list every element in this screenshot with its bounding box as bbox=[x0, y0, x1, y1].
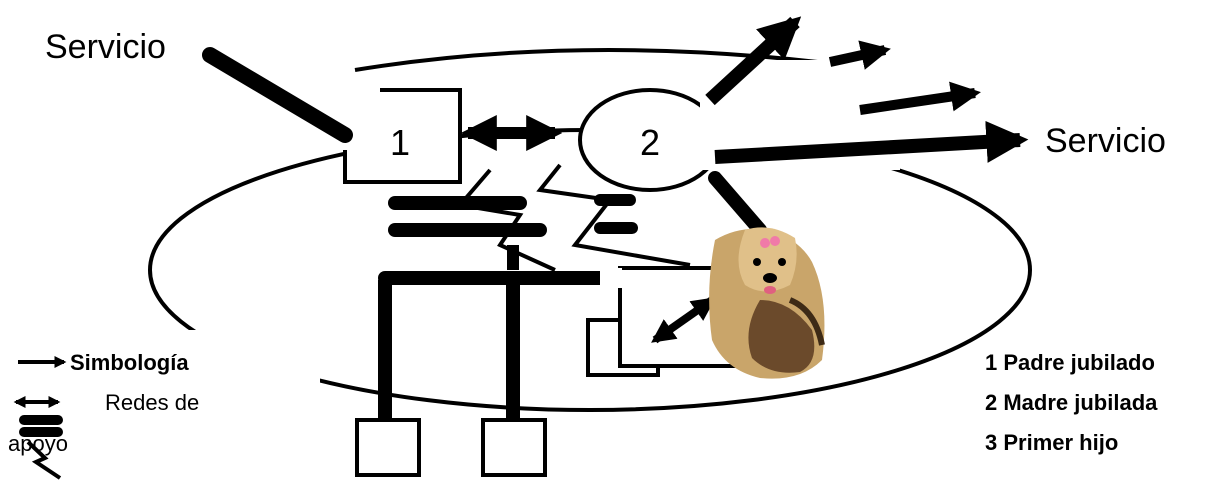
service-left-label: Servicio bbox=[45, 28, 166, 66]
service-right-connection bbox=[714, 120, 1029, 164]
legend-left: Simbología Redes de apoyo bbox=[8, 350, 199, 480]
node-2-arrow-right-mid bbox=[859, 81, 981, 115]
legend-redes-line1: Redes de bbox=[105, 390, 199, 415]
child-left-box bbox=[355, 418, 421, 477]
node-2-dog-connection bbox=[708, 171, 767, 237]
legend-right-item-3: 3 Primer hijo bbox=[985, 430, 1118, 455]
service-right-label: Servicio bbox=[1045, 122, 1166, 160]
node-2-arrow-up-small bbox=[828, 40, 891, 70]
node-1-label: 1 bbox=[390, 122, 410, 163]
child-middle-box bbox=[481, 418, 547, 477]
legend-title: Simbología bbox=[70, 350, 189, 375]
legend-right-item-2: 2 Madre jubilada bbox=[985, 390, 1158, 415]
child-3-dog-bidirectional-arrow bbox=[651, 296, 716, 344]
legend-strong-tie-icon bbox=[19, 415, 63, 437]
legend-conflict-icon bbox=[26, 440, 62, 480]
service-left-connection bbox=[202, 47, 353, 143]
node-2-arrow-up bbox=[705, 16, 802, 106]
legend-right: 1 Padre jubilado 2 Madre jubilada 3 Prim… bbox=[985, 350, 1158, 455]
yorkshire-terrier-dog-icon bbox=[709, 227, 825, 379]
legend-right-item-1: 1 Padre jubilado bbox=[985, 350, 1155, 375]
node-2-label: 2 bbox=[640, 122, 660, 163]
